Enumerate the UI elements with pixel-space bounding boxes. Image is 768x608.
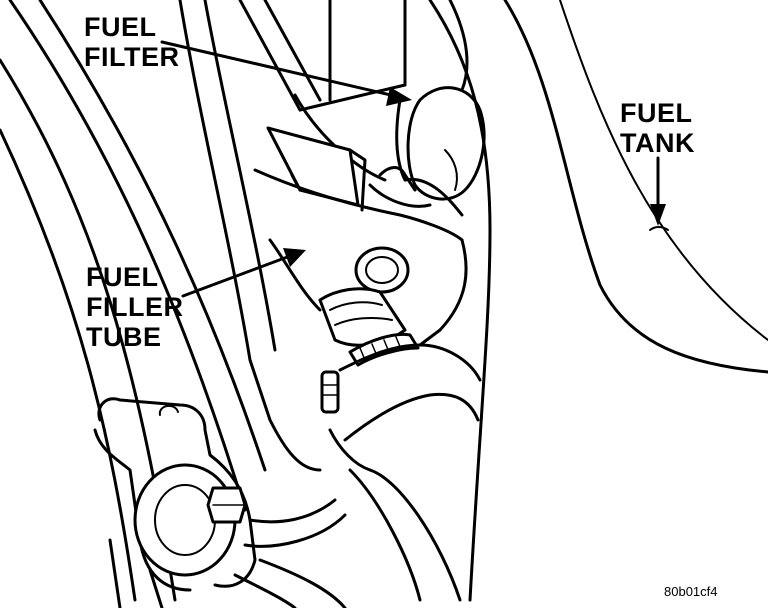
bracket-flap — [266, 126, 367, 212]
filler-tube-body — [253, 168, 482, 602]
mount-bracket — [93, 397, 347, 608]
fuel-tank-label: FUEL TANK — [620, 98, 695, 158]
fuel-tank-outline — [428, 0, 768, 602]
fuel-tank-label-line1: FUEL — [620, 98, 693, 128]
leader-arrows — [160, 40, 666, 298]
fuel-filter-body — [368, 86, 486, 208]
fuel-filler-tube-label-line3: TUBE — [86, 322, 162, 352]
fuel-filler-tube-label: FUEL FILLER TUBE — [86, 262, 184, 352]
figure-code: 80b01cf4 — [664, 584, 718, 599]
fuel-filler-tube-label-line1: FUEL — [86, 262, 159, 292]
fuel-tank-label-line2: TANK — [620, 128, 695, 158]
fuel-filter-label-line1: FUEL — [84, 12, 157, 42]
frame-rails — [0, 0, 322, 602]
fuel-filter-label: FUEL FILTER — [84, 12, 179, 72]
fuel-filler-tube-label-line2: FILLER — [86, 292, 184, 322]
fuel-filter-label-line2: FILTER — [84, 42, 180, 72]
